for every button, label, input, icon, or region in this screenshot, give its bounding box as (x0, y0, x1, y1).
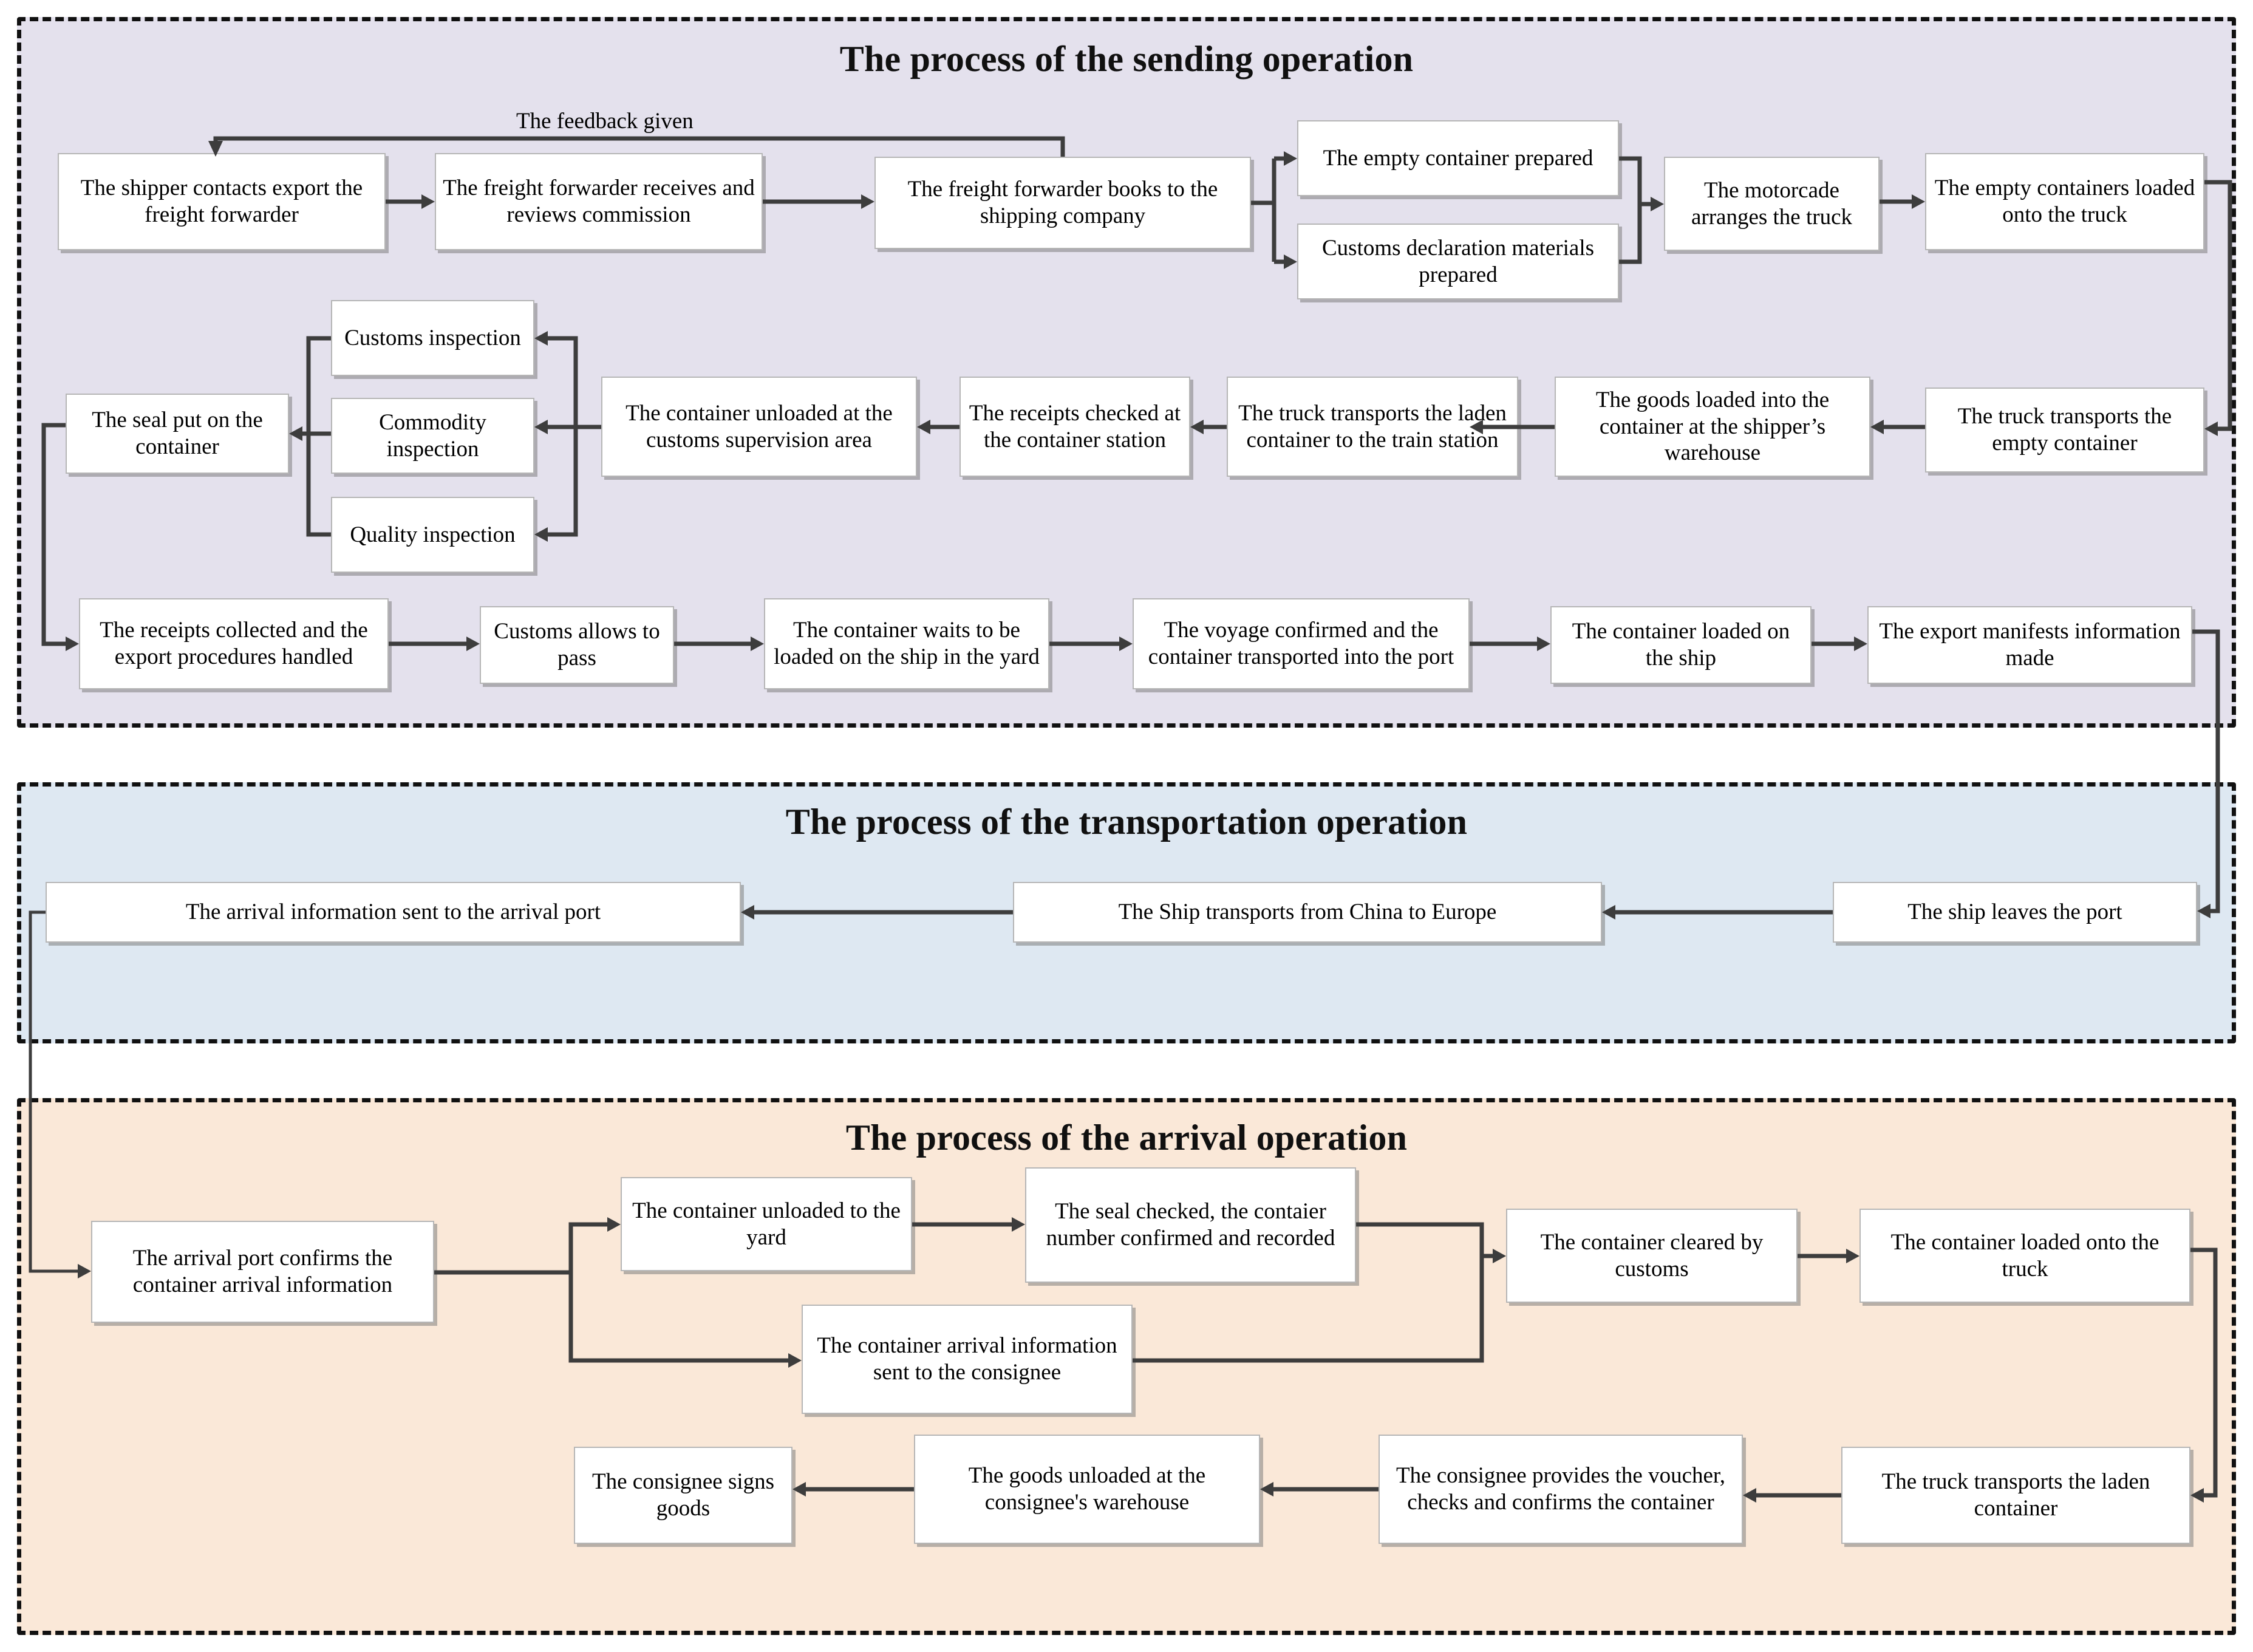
node-goods-loaded-shipper-warehouse[interactable]: The goods loaded into the container at t… (1555, 377, 1870, 477)
node-empty-container-prepared[interactable]: The empty container prepared (1297, 120, 1619, 196)
node-empty-containers-loaded-truck[interactable]: The empty containers loaded onto the tru… (1925, 153, 2204, 250)
node-voyage-confirmed-transported-port[interactable]: The voyage confirmed and the container t… (1133, 598, 1470, 689)
node-customs-inspection[interactable]: Customs inspection (331, 300, 534, 376)
node-ship-leaves-port[interactable]: The ship leaves the port (1833, 882, 2197, 943)
node-container-cleared-by-customs[interactable]: The container cleared by customs (1506, 1209, 1798, 1303)
node-consignee-signs-goods[interactable]: The consignee signs goods (574, 1447, 792, 1544)
node-truck-transports-laden-container[interactable]: The truck transports the laden container (1841, 1447, 2190, 1544)
section-title-arrival: The process of the arrival operation (845, 1118, 1408, 1158)
node-forwarder-reviews-commission[interactable]: The freight forwarder receives and revie… (435, 153, 763, 250)
node-forwarder-books-shipping-company[interactable]: The freight forwarder books to the shipp… (874, 157, 1251, 249)
node-arrival-info-sent-arrival-port[interactable]: The arrival information sent to the arri… (46, 882, 741, 943)
section-title-transportation: The process of the transportation operat… (785, 802, 1468, 842)
node-truck-transports-laden-train-station[interactable]: The truck transports the laden container… (1227, 377, 1518, 477)
feedback-label: The feedback given (516, 109, 694, 134)
node-seal-checked-number-confirmed[interactable]: The seal checked, the contaier number co… (1025, 1167, 1356, 1283)
node-ship-transports-china-europe[interactable]: The Ship transports from China to Europe (1013, 882, 1602, 943)
node-commodity-inspection[interactable]: Commodity inspection (331, 398, 534, 474)
node-export-manifests-information-made[interactable]: The export manifests information made (1867, 606, 2192, 684)
node-quality-inspection[interactable]: Quality inspection (331, 497, 534, 573)
node-container-waits-loaded-yard[interactable]: The container waits to be loaded on the … (764, 598, 1049, 689)
node-customs-declaration-prepared[interactable]: Customs declaration materials prepared (1297, 224, 1619, 299)
node-truck-transports-empty-container[interactable]: The truck transports the empty container (1925, 387, 2204, 473)
node-seal-put-on-container[interactable]: The seal put on the container (66, 394, 289, 474)
node-receipts-collected-export-procedures[interactable]: The receipts collected and the export pr… (79, 598, 389, 689)
node-container-unloaded-yard[interactable]: The container unloaded to the yard (621, 1177, 912, 1271)
node-shipper-contacts-forwarder[interactable]: The shipper contacts export the freight … (58, 153, 386, 250)
node-arrival-port-confirms-container-info[interactable]: The arrival port confirms the container … (91, 1221, 434, 1323)
node-container-loaded-onto-truck[interactable]: The container loaded onto the truck (1859, 1209, 2190, 1303)
node-motorcade-arranges-truck[interactable]: The motorcade arranges the truck (1664, 157, 1880, 251)
node-customs-allows-pass[interactable]: Customs allows to pass (480, 606, 674, 684)
node-container-loaded-on-ship[interactable]: The container loaded on the ship (1550, 606, 1812, 684)
section-title-sending: The process of the sending operation (839, 39, 1414, 79)
node-receipts-checked-container-station[interactable]: The receipts checked at the container st… (959, 377, 1190, 477)
node-container-arrival-info-sent-consignee[interactable]: The container arrival information sent t… (802, 1305, 1133, 1414)
node-consignee-provides-voucher-confirms[interactable]: The consignee provides the voucher, chec… (1379, 1435, 1743, 1544)
node-goods-unloaded-consignee-warehouse[interactable]: The goods unloaded at the consignee's wa… (914, 1435, 1260, 1544)
node-container-unloaded-customs-area[interactable]: The container unloaded at the customs su… (601, 377, 917, 477)
